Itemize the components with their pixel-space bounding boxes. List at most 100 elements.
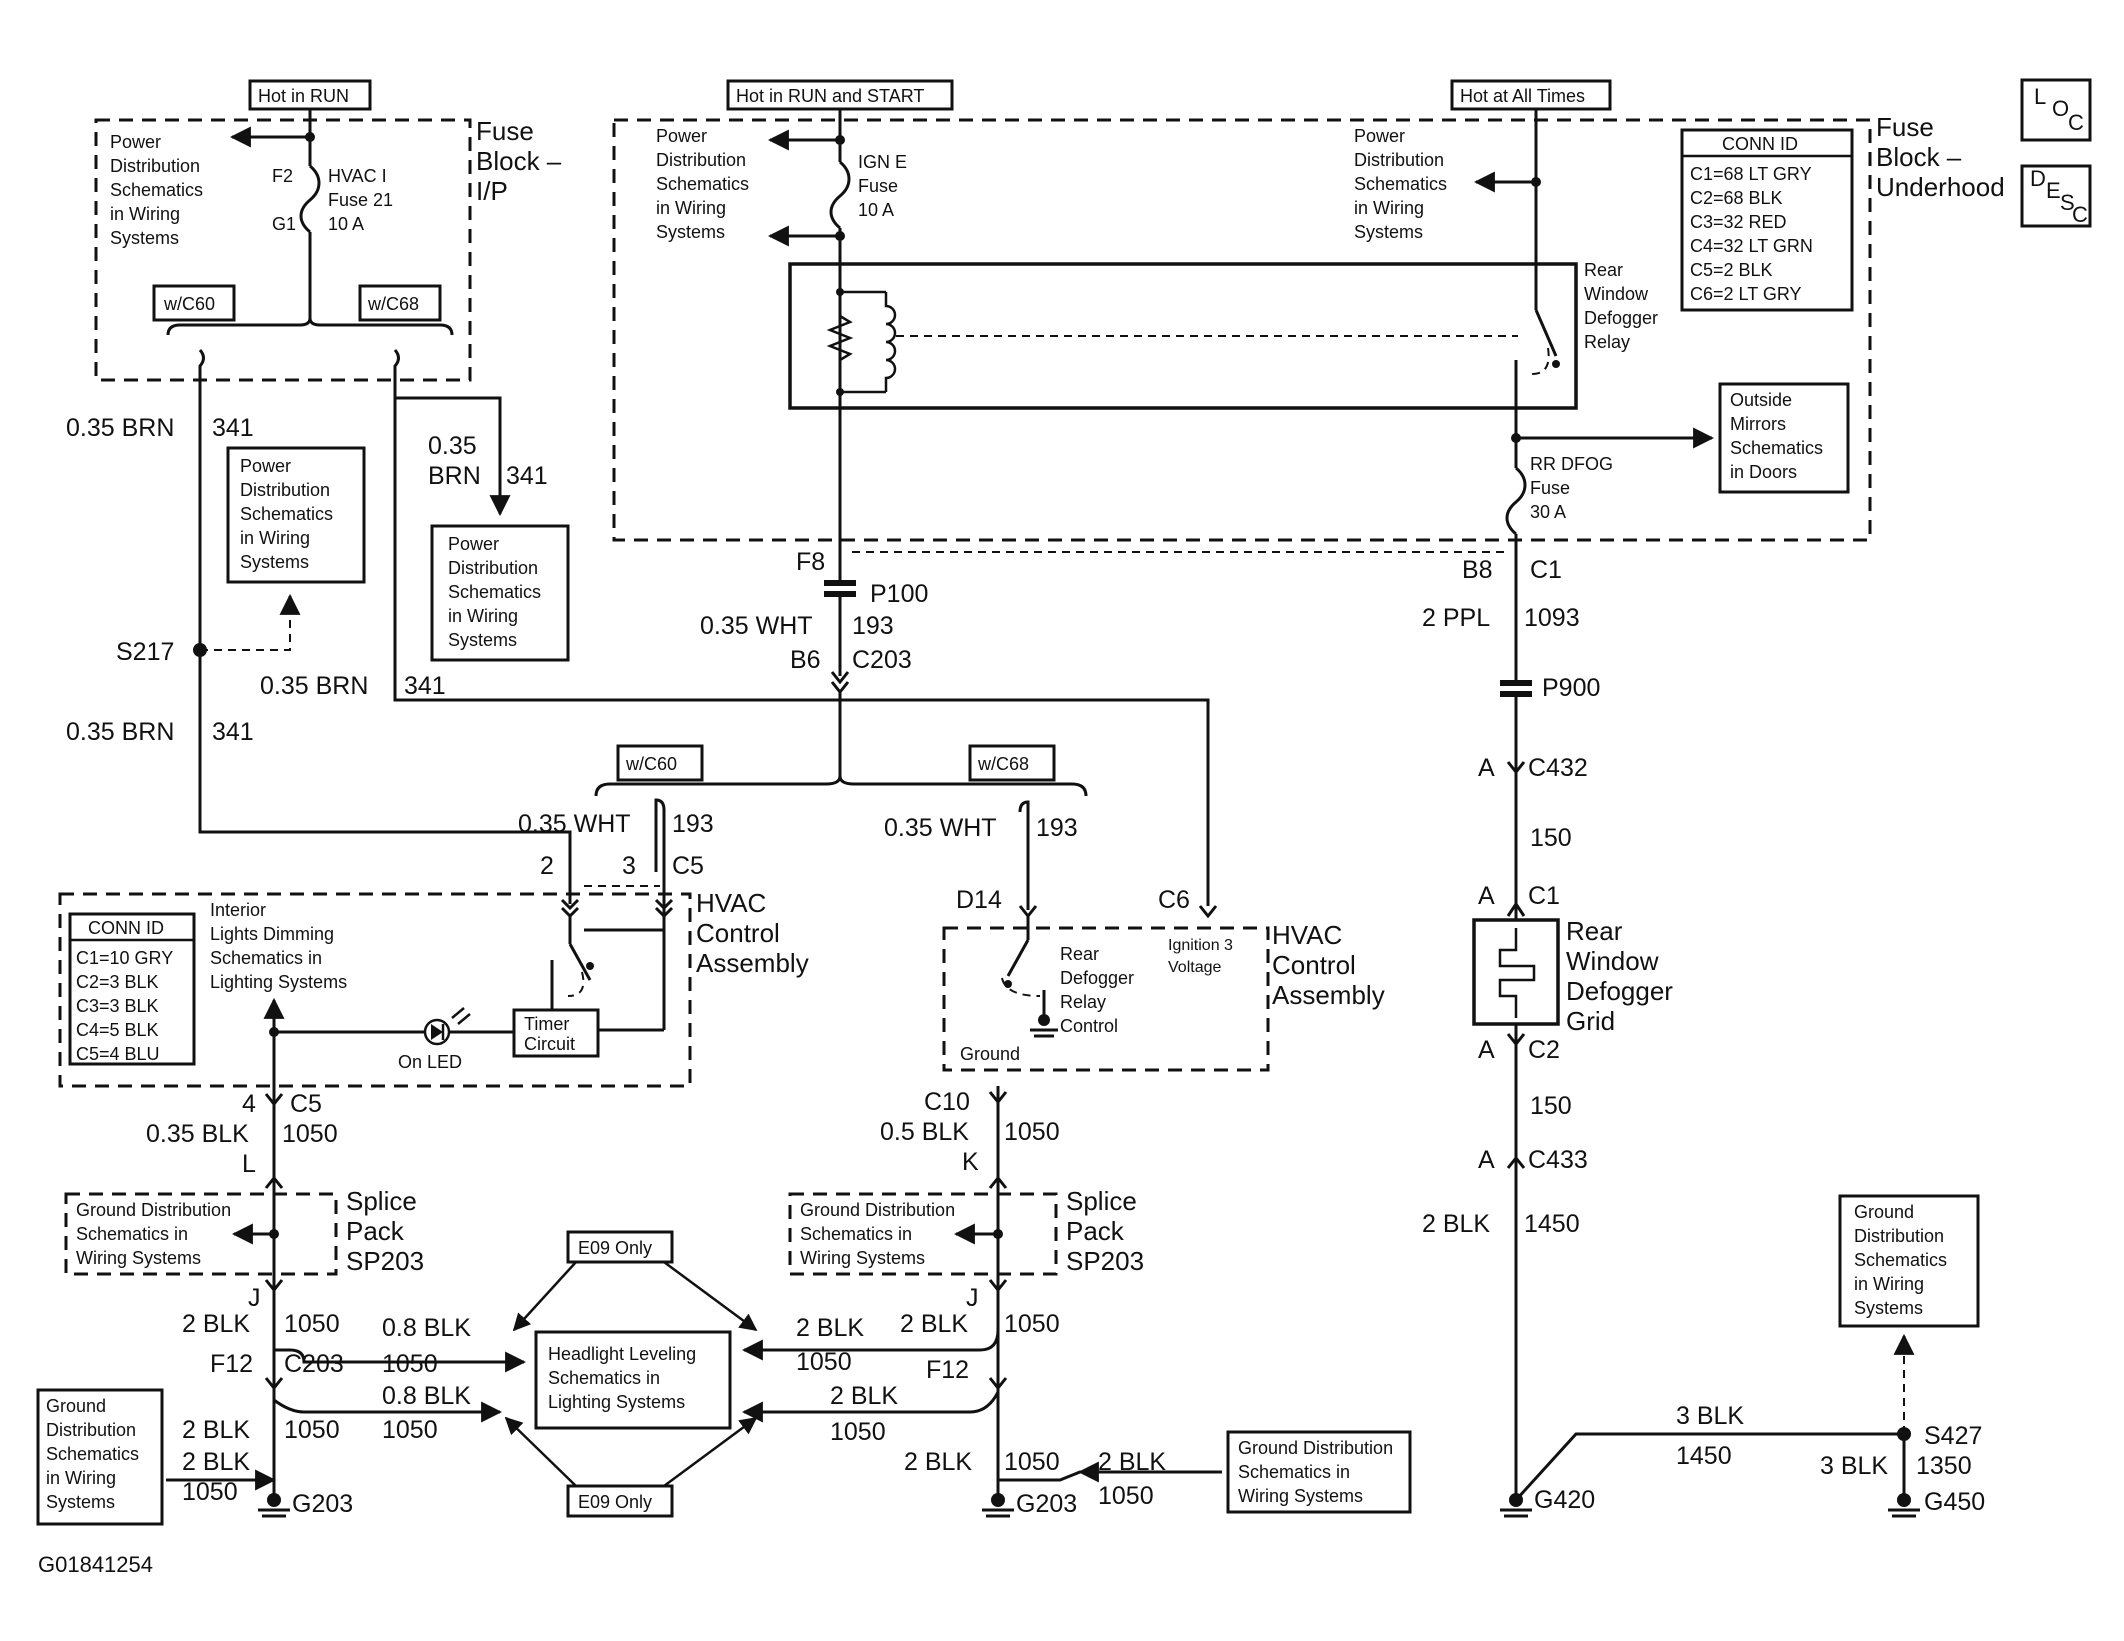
svg-text:Power: Power bbox=[240, 456, 291, 476]
svg-text:Schematics in: Schematics in bbox=[210, 948, 322, 968]
svg-text:C2=68 BLK: C2=68 BLK bbox=[1690, 188, 1783, 208]
svg-text:0.5 BLK: 0.5 BLK bbox=[880, 1118, 969, 1146]
svg-text:G203: G203 bbox=[1016, 1490, 1077, 1518]
svg-text:0.8 BLK: 0.8 BLK bbox=[382, 1382, 471, 1410]
svg-text:1350: 1350 bbox=[1916, 1452, 1972, 1480]
svg-text:C5: C5 bbox=[290, 1090, 322, 1118]
svg-text:1050: 1050 bbox=[1004, 1310, 1060, 1338]
svg-text:1050: 1050 bbox=[796, 1348, 852, 1376]
splice-gds-right: Ground Distribution Schematics in Wiring… bbox=[800, 1200, 955, 1268]
svg-text:C2: C2 bbox=[1528, 1036, 1560, 1064]
pds-reference-left: Power Distribution Schematics in Wiring … bbox=[226, 446, 366, 584]
svg-text:Control: Control bbox=[696, 918, 780, 948]
svg-text:Headlight Leveling: Headlight Leveling bbox=[548, 1344, 696, 1364]
svg-text:Schematics: Schematics bbox=[110, 180, 203, 200]
svg-text:Mirrors: Mirrors bbox=[1730, 414, 1786, 434]
connector-p900 bbox=[1500, 680, 1532, 686]
svg-text:193: 193 bbox=[672, 810, 714, 838]
svg-text:CONN ID: CONN ID bbox=[1722, 134, 1798, 154]
svg-text:in Wiring: in Wiring bbox=[110, 204, 180, 224]
svg-text:0.8 BLK: 0.8 BLK bbox=[382, 1314, 471, 1342]
svg-text:A: A bbox=[1478, 1146, 1495, 1174]
svg-text:Distribution: Distribution bbox=[110, 156, 200, 176]
svg-text:E: E bbox=[2046, 178, 2061, 203]
right-circuit-defogger: Ground Distribution Schematics in Wiring… bbox=[1422, 540, 1985, 1518]
hvac-fuse-symbol bbox=[299, 164, 321, 234]
hot-in-run-label: Hot in RUN bbox=[248, 79, 372, 111]
svg-text:Rear: Rear bbox=[1060, 944, 1099, 964]
option-e09-top bbox=[566, 1230, 674, 1264]
svg-text:Distribution: Distribution bbox=[1354, 150, 1444, 170]
ground-g203-left bbox=[258, 1493, 290, 1518]
svg-text:4: 4 bbox=[242, 1090, 256, 1118]
svg-text:C432: C432 bbox=[1528, 754, 1588, 782]
svg-text:C5=2 BLK: C5=2 BLK bbox=[1690, 260, 1773, 280]
svg-text:Wiring Systems: Wiring Systems bbox=[800, 1248, 925, 1268]
svg-text:G450: G450 bbox=[1924, 1488, 1985, 1516]
svg-text:P900: P900 bbox=[1542, 674, 1600, 702]
svg-text:Hot in RUN: Hot in RUN bbox=[258, 86, 349, 106]
svg-text:C4=5 BLK: C4=5 BLK bbox=[76, 1020, 159, 1040]
svg-text:Power: Power bbox=[110, 132, 161, 152]
svg-text:0.35 WHT: 0.35 WHT bbox=[518, 810, 631, 838]
headlight-leveling-reference bbox=[534, 1330, 732, 1430]
svg-text:C4=32 LT GRN: C4=32 LT GRN bbox=[1690, 236, 1813, 256]
svg-text:1450: 1450 bbox=[1524, 1210, 1580, 1238]
right-ground-path: Ground Distribution Schematics in Wiring… bbox=[741, 1086, 1412, 1518]
svg-text:Ground Distribution: Ground Distribution bbox=[76, 1200, 231, 1220]
svg-text:Fuse: Fuse bbox=[476, 116, 534, 146]
svg-text:Circuit: Circuit bbox=[524, 1034, 575, 1054]
svg-text:C203: C203 bbox=[284, 1350, 344, 1378]
svg-text:HVAC: HVAC bbox=[1272, 920, 1342, 950]
svg-text:w/C60: w/C60 bbox=[163, 294, 215, 314]
svg-text:Schematics: Schematics bbox=[1730, 438, 1823, 458]
svg-text:Relay: Relay bbox=[1060, 992, 1106, 1012]
svg-text:Systems: Systems bbox=[110, 228, 179, 248]
svg-text:Pack: Pack bbox=[1066, 1216, 1125, 1246]
relay-coil bbox=[884, 292, 897, 392]
svg-text:2 BLK: 2 BLK bbox=[1422, 1210, 1490, 1238]
svg-text:Splice: Splice bbox=[1066, 1186, 1137, 1216]
gds-reference-s427: Ground Distribution Schematics in Wiring… bbox=[1838, 1194, 1980, 1328]
svg-text:341: 341 bbox=[506, 462, 548, 490]
svg-text:Systems: Systems bbox=[240, 552, 309, 572]
svg-text:C3=32 RED: C3=32 RED bbox=[1690, 212, 1787, 232]
conn-id-table-underhood: CONN ID C1=68 LT GRY C2=68 BLK C3=32 RED… bbox=[1680, 128, 1854, 312]
svg-text:Grid: Grid bbox=[1566, 1006, 1615, 1036]
svg-text:Interior: Interior bbox=[210, 900, 266, 920]
svg-text:in Wiring: in Wiring bbox=[1854, 1274, 1924, 1294]
svg-text:C1=10 GRY: C1=10 GRY bbox=[76, 948, 173, 968]
svg-text:1050: 1050 bbox=[284, 1416, 340, 1444]
svg-text:D: D bbox=[2030, 166, 2046, 191]
svg-text:Relay: Relay bbox=[1584, 332, 1630, 352]
svg-text:Voltage: Voltage bbox=[1168, 959, 1221, 976]
desc-icon[interactable]: D E S C bbox=[2020, 164, 2092, 228]
svg-text:Schematics in: Schematics in bbox=[800, 1224, 912, 1244]
svg-text:C1: C1 bbox=[1530, 556, 1562, 584]
svg-text:C: C bbox=[2072, 202, 2088, 227]
svg-text:3: 3 bbox=[622, 852, 636, 880]
ground-g203-right bbox=[982, 1493, 1014, 1518]
svg-text:0.35 BRN: 0.35 BRN bbox=[66, 718, 174, 746]
svg-text:L: L bbox=[242, 1150, 256, 1178]
svg-text:2: 2 bbox=[540, 852, 554, 880]
svg-text:Fuse: Fuse bbox=[1530, 478, 1570, 498]
svg-text:A: A bbox=[1478, 882, 1495, 910]
svg-text:Hot in RUN and START: Hot in RUN and START bbox=[736, 86, 924, 106]
svg-text:1050: 1050 bbox=[382, 1350, 438, 1378]
svg-text:C6: C6 bbox=[1158, 886, 1190, 914]
svg-text:C203: C203 bbox=[852, 646, 912, 674]
svg-text:Schematics: Schematics bbox=[448, 582, 541, 602]
left-circuit-labels: 0.35 BRN 341 0.35 BRN 341 S217 0.35 BRN … bbox=[66, 414, 548, 746]
option-wc68-ip bbox=[358, 284, 442, 322]
svg-text:Hot at All Times: Hot at All Times bbox=[1460, 86, 1585, 106]
ground-g450 bbox=[1888, 1493, 1920, 1518]
loc-icon[interactable]: L O C bbox=[2020, 78, 2092, 142]
svg-text:1050: 1050 bbox=[1098, 1482, 1154, 1510]
svg-text:1050: 1050 bbox=[382, 1416, 438, 1444]
svg-text:IGN E: IGN E bbox=[858, 152, 907, 172]
svg-text:Schematics in: Schematics in bbox=[548, 1368, 660, 1388]
hot-at-all-times-label: Hot at All Times bbox=[1450, 79, 1612, 111]
svg-text:Systems: Systems bbox=[656, 222, 725, 242]
wire-341-brn-left bbox=[198, 349, 572, 872]
